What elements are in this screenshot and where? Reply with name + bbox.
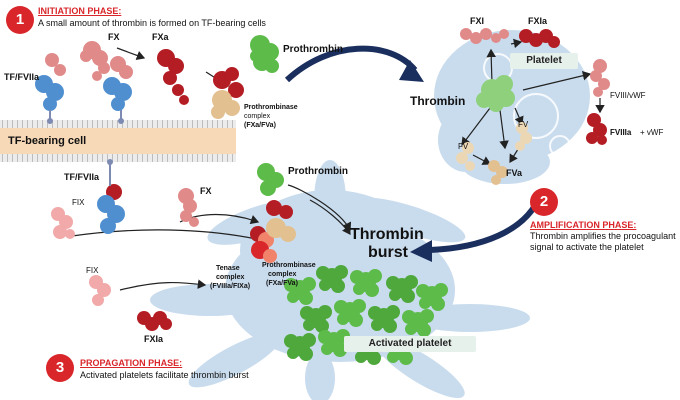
- fv-molecule-2: [515, 122, 532, 151]
- phase-2-badge: 2: [530, 188, 558, 216]
- fx-molecule: [80, 41, 110, 81]
- fix-molecule-1: [51, 207, 75, 239]
- arrow-to-platelet: [284, 45, 418, 83]
- thrombin-molecule: [284, 333, 316, 361]
- tf-fviia-molecule-3: [97, 159, 125, 234]
- label-prothrombin-propagation: Prothrombin: [288, 166, 348, 177]
- label-prothrombinase-propagation-line2: complex: [268, 271, 297, 278]
- label-fv-1: FV: [458, 142, 469, 151]
- arrow-to-platelet-head: [399, 60, 424, 82]
- thrombin-burst-title-line1: Thrombin: [350, 226, 424, 243]
- label-prothrombin: Prothrombin: [283, 44, 343, 55]
- phase-1-title: INITIATION PHASE:: [38, 6, 122, 16]
- label-tenase-line2: complex: [216, 274, 245, 281]
- label-tenase-line3: (FVIIIa/FIXa): [210, 283, 251, 290]
- fva-molecule: [488, 160, 508, 185]
- label-prothrombinase-line2: complex: [244, 113, 271, 120]
- label-fviii-vwf: FVIII/vWF: [610, 91, 646, 100]
- thrombin-molecule: [350, 269, 382, 297]
- thrombin-burst-title-line2: burst: [368, 244, 408, 261]
- thrombin-burst-molecules: [284, 265, 448, 365]
- label-prothrombinase-propagation-line1: Prothrombinase: [262, 262, 316, 269]
- fxi-molecule: [460, 28, 509, 44]
- prothrombin-molecule-2: [257, 163, 284, 196]
- tf-bearing-cell-band: [0, 128, 236, 154]
- label-fxi: FXI: [470, 16, 485, 26]
- label-tf-fviia-propagation: TF/FVIIa: [64, 172, 100, 182]
- thrombin-molecule: [402, 309, 434, 337]
- label-tenase-line1: Tenase: [216, 265, 240, 272]
- thrombin-molecule: [368, 305, 400, 333]
- label-thrombin: Thrombin: [410, 94, 466, 108]
- phase-3-badge: 3: [46, 354, 74, 382]
- fix-molecule-2: [89, 275, 111, 306]
- prothrombinase-complex-molecule-2: [266, 200, 296, 242]
- label-fviiia: FVIIIa: [610, 128, 632, 137]
- cell-membrane-top: [0, 120, 236, 128]
- tf-fviia-molecule-2: [103, 56, 133, 124]
- phase-2-desc-line2: signal to activate the platelet: [530, 242, 644, 252]
- phase-3-desc: Activated platelets facilitate thrombin …: [80, 370, 249, 380]
- fx-molecule-propagation: [178, 188, 199, 227]
- label-prothrombinase-propagation-line3: (FXa/FVa): [266, 280, 298, 287]
- thrombin-molecule: [316, 265, 348, 293]
- fviii-vwf-molecule: [590, 59, 610, 97]
- label-prothrombinase-line1: Prothrombinase: [244, 104, 298, 111]
- cell-membrane-bottom: [0, 154, 236, 162]
- fxia-molecule-propagation: [137, 311, 172, 331]
- label-fv-2: FV: [518, 120, 529, 129]
- prothrombinase-complex-molecule: [211, 67, 244, 119]
- arrow-to-burst-head: [410, 240, 432, 262]
- label-tf-fviia: TF/FVIIa: [4, 72, 40, 82]
- label-fx: FX: [108, 32, 120, 42]
- tenase-complex-molecule: [250, 226, 277, 263]
- phase-2-title: AMPLIFICATION PHASE:: [530, 220, 637, 230]
- thrombin-molecule: [386, 275, 418, 303]
- activated-platelet-label: Activated platelet: [344, 336, 476, 352]
- thrombin-molecule: [334, 299, 366, 327]
- thrombin-molecule: [300, 305, 332, 333]
- prothrombin-molecule-1: [250, 35, 279, 73]
- thrombin-molecule-platelet: [476, 75, 515, 112]
- label-fxia-amplification: FXIa: [528, 16, 548, 26]
- label-fix-2: FIX: [86, 266, 99, 275]
- thrombin-molecule: [318, 329, 350, 357]
- fxia-molecule-amplification: [519, 29, 560, 48]
- label-prothrombinase-line3: (FXa/FVa): [244, 122, 276, 129]
- phase-3-title: PROPAGATION PHASE:: [80, 358, 183, 368]
- phase-1-badge: 1: [6, 6, 34, 34]
- phase-1-desc: A small amount of thrombin is formed on …: [38, 18, 266, 28]
- thrombin-molecule: [416, 283, 448, 311]
- fv-molecule-1: [456, 142, 475, 171]
- label-fxia-propagation: FXIa: [144, 334, 164, 344]
- tf-bearing-cell-label: TF-bearing cell: [8, 135, 87, 147]
- label-fix-1: FIX: [72, 198, 85, 207]
- label-fxa: FXa: [152, 32, 169, 42]
- label-plus-vwf: + vWF: [640, 128, 664, 137]
- platelet-label: Platelet: [510, 53, 578, 69]
- fviiia-molecule: [586, 113, 607, 145]
- fxa-molecule: [157, 49, 189, 105]
- tf-fviia-molecule-1: [35, 53, 66, 124]
- label-fva: FVa: [506, 168, 523, 178]
- phase-2-desc-line1: Thrombin amplifies the procoagulant: [530, 231, 676, 241]
- thrombin-molecule: [284, 277, 316, 305]
- label-fx-propagation: FX: [200, 186, 212, 196]
